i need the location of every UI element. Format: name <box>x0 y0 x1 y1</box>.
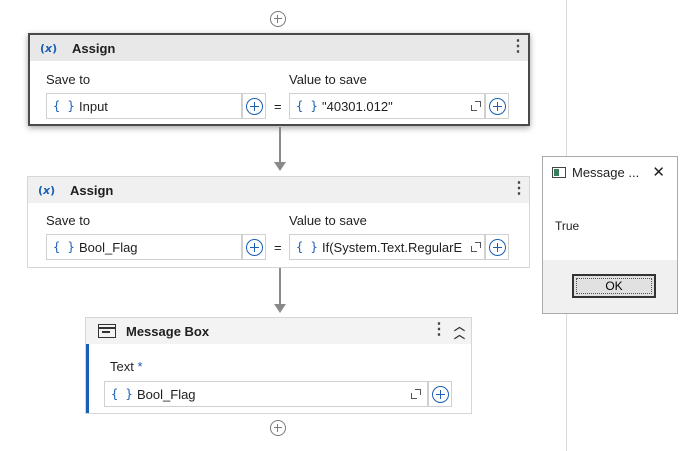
equals-sign: = <box>274 99 282 114</box>
save-to-field[interactable]: { } Bool_Flag <box>46 234 242 260</box>
save-to-value: Input <box>79 98 108 114</box>
add-activity-bottom-icon[interactable] <box>270 420 286 436</box>
dialog-titlebar: Message ... ✕ <box>543 157 677 187</box>
expand-editor-icon[interactable] <box>471 101 481 111</box>
save-to-plus-button[interactable] <box>242 93 266 119</box>
text-field[interactable]: { } Bool_Flag <box>104 381 428 407</box>
assign-variable-icon: (x) <box>40 41 58 55</box>
save-to-label: Save to <box>46 72 91 87</box>
equals-sign: = <box>274 240 282 255</box>
assign-activity-1[interactable]: (x) Assign ⋮ Save to Value to save { } I… <box>28 33 530 126</box>
value-to-save-field[interactable]: { } If(System.Text.RegularE <box>289 234 485 260</box>
expression-brace-icon: { } <box>111 387 133 401</box>
plus-icon <box>246 98 263 115</box>
assign-1-header: (x) Assign ⋮ <box>30 35 528 61</box>
text-plus-button[interactable] <box>428 381 452 407</box>
plus-icon <box>246 239 263 256</box>
expression-brace-icon: { } <box>296 240 318 254</box>
save-to-field[interactable]: { } Input <box>46 93 242 119</box>
connector-arrow-icon <box>274 304 286 313</box>
connector-line <box>279 268 281 305</box>
message-box-icon <box>98 324 116 338</box>
more-options-icon[interactable]: ⋮ <box>431 321 447 338</box>
required-marker: * <box>137 359 143 374</box>
close-icon[interactable]: ✕ <box>652 164 665 181</box>
selection-accent-bar <box>86 318 89 413</box>
message-box-activity[interactable]: Message Box ⋮ ︿︿ Text * { } Bool_Flag <box>85 317 472 414</box>
application-window-icon <box>552 167 566 178</box>
more-options-icon[interactable]: ⋮ <box>511 180 527 197</box>
value-to-save-label: Value to save <box>289 72 367 87</box>
assign-1-title: Assign <box>72 40 116 56</box>
expression-brace-icon: { } <box>53 99 75 113</box>
dialog-footer: OK <box>543 260 677 313</box>
more-options-icon[interactable]: ⋮ <box>510 38 526 55</box>
chevron-double-up-icon[interactable]: ︿︿ <box>454 320 465 341</box>
expression-brace-icon: { } <box>296 99 318 113</box>
connector-arrow-icon <box>274 162 286 171</box>
text-label: Text * <box>110 359 143 374</box>
assign-activity-2[interactable]: (x) Assign ⋮ Save to Value to save { } B… <box>27 176 530 268</box>
value-to-save-label: Value to save <box>289 213 367 228</box>
ok-button[interactable]: OK <box>572 274 656 298</box>
connector-line <box>279 127 281 163</box>
expression-brace-icon: { } <box>53 240 75 254</box>
value-to-save-field[interactable]: { } "40301.012" <box>289 93 485 119</box>
plus-icon <box>489 239 506 256</box>
assign-variable-icon: (x) <box>38 183 56 197</box>
message-box-header: Message Box ⋮ ︿︿ <box>86 318 471 344</box>
value-to-save-value: "40301.012" <box>322 98 393 114</box>
save-to-value: Bool_Flag <box>79 239 138 255</box>
save-to-label: Save to <box>46 213 91 228</box>
message-dialog: Message ... ✕ True OK <box>542 156 678 314</box>
dialog-title: Message ... <box>572 165 640 180</box>
assign-2-title: Assign <box>70 182 114 198</box>
value-plus-button[interactable] <box>485 234 509 260</box>
dialog-message: True <box>555 219 580 233</box>
message-box-title: Message Box <box>126 323 210 339</box>
plus-icon <box>489 98 506 115</box>
plus-icon <box>432 386 449 403</box>
assign-2-header: (x) Assign ⋮ <box>28 177 529 203</box>
expand-editor-icon[interactable] <box>411 389 421 399</box>
value-to-save-value: If(System.Text.RegularE <box>322 239 462 255</box>
value-plus-button[interactable] <box>485 93 509 119</box>
text-value: Bool_Flag <box>137 386 196 402</box>
save-to-plus-button[interactable] <box>242 234 266 260</box>
expand-editor-icon[interactable] <box>471 242 481 252</box>
add-activity-top-icon[interactable] <box>270 11 286 27</box>
